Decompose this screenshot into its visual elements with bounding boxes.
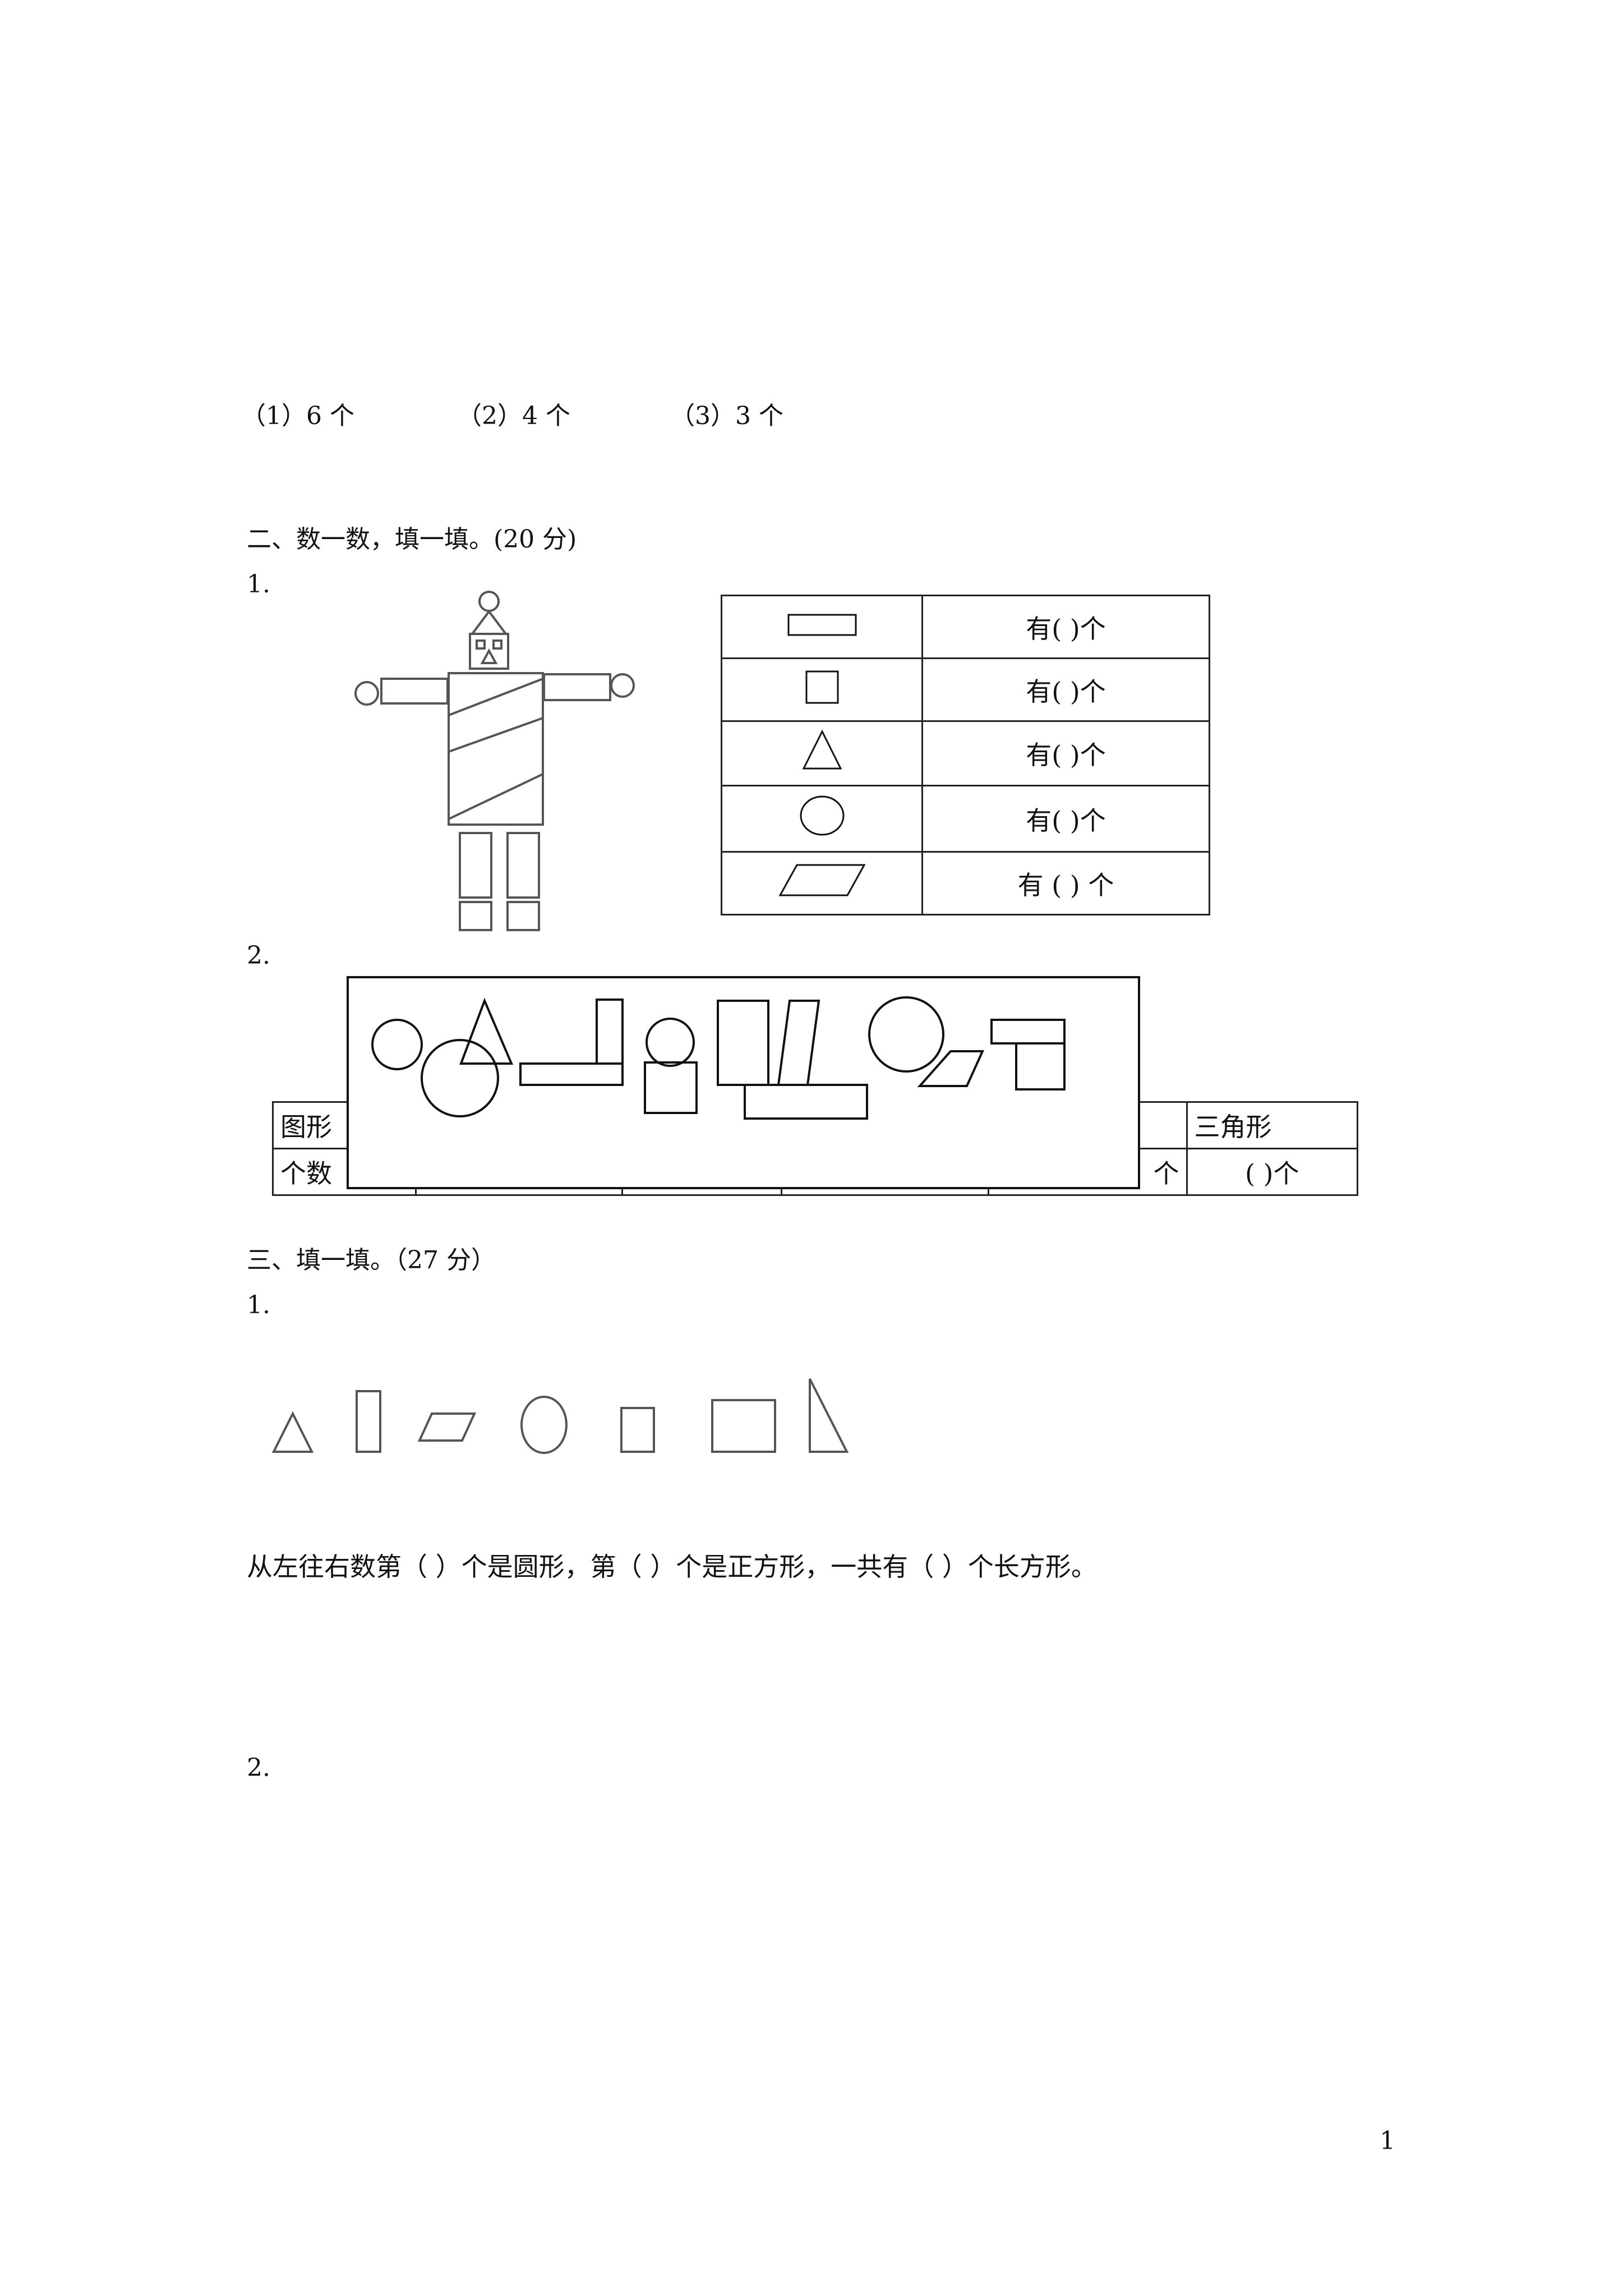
question-3-2-number: 2.: [247, 1754, 270, 1782]
parallelogram-icon: [778, 864, 866, 896]
circle-icon: [520, 1396, 568, 1454]
triangle-icon: [809, 1378, 849, 1453]
rectangle-icon: [787, 614, 856, 636]
section-2-heading: 二、数一数，填一填。(20 分): [247, 525, 577, 554]
shape-row: [271, 1378, 849, 1454]
answer-2: （2）4 个: [457, 402, 570, 430]
shape-cell: [721, 851, 923, 915]
rectangle-icon: [356, 1390, 381, 1453]
section-3-heading: 三、填一填。（27 分）: [247, 1246, 496, 1274]
triangle-icon: [271, 1411, 314, 1453]
answer-1: （1）6 个: [241, 402, 354, 430]
count-cell: 有( )个: [921, 720, 1210, 786]
page-number: 1: [1380, 2127, 1395, 2155]
shape-cell: [721, 785, 923, 853]
shape-count-table: 有( )个 有( )个 有( )个 有( )个 有 ( ) 个: [721, 595, 1210, 915]
question-3-1-number: 1.: [247, 1291, 270, 1319]
table-row: 有 ( ) 个: [721, 851, 1210, 915]
robot-drawing: [354, 591, 635, 931]
table-row: 有( )个: [721, 657, 1210, 722]
question-3-1-text: 从左往右数第（ ）个是圆形，第（ ）个是正方形，一共有（ ）个长方形。: [247, 1552, 1097, 1582]
square-icon: [620, 1407, 655, 1453]
shape-cell: [721, 595, 923, 659]
shape-composition: [371, 996, 1066, 1120]
count-cell: 有( )个: [921, 657, 1210, 722]
shape-cell: [721, 657, 923, 722]
triangle-count-cell: ( )个: [1186, 1148, 1358, 1196]
table-row: 有( )个: [721, 595, 1210, 659]
header-triangle: 三角形: [1186, 1101, 1358, 1149]
count-cell: 有( )个: [921, 785, 1210, 853]
count-cell: 有 ( ) 个: [921, 851, 1210, 915]
table-row: 有( )个: [721, 785, 1210, 853]
shape-cell: [721, 720, 923, 786]
table-row: 有( )个: [721, 720, 1210, 786]
square-icon: [805, 670, 838, 704]
shape-figure-box: [347, 976, 1140, 1189]
answer-3: （3）3 个: [670, 402, 783, 430]
question-2-2-number: 2.: [247, 941, 270, 970]
count-cell: 有( )个: [921, 595, 1210, 659]
triangle-icon: [802, 729, 842, 769]
rectangle-icon: [711, 1399, 776, 1453]
question-2-1-number: 1.: [247, 570, 270, 599]
parallelogram-icon: [417, 1412, 477, 1442]
circle-icon: [800, 795, 844, 836]
